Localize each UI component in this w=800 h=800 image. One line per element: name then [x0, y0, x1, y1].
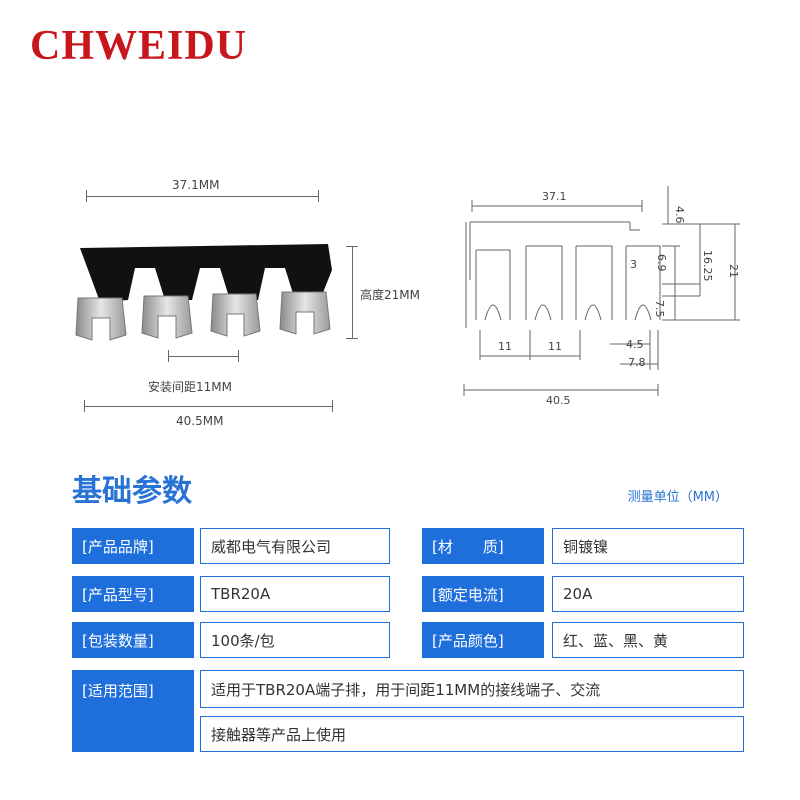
- param-brand-label: [产品品牌]: [72, 528, 194, 564]
- param-scope-label: [适用范围]: [72, 670, 194, 752]
- brand-logo: CHWEIDU: [30, 23, 248, 69]
- jumper-photo: [75, 244, 332, 341]
- param-model-label: [产品型号]: [72, 576, 194, 612]
- section-title: 基础参数: [72, 474, 192, 509]
- param-current-value: 20A: [552, 576, 744, 612]
- drawing-dim-bottom: 40.5: [546, 394, 571, 407]
- drawing-dim-11-a: 11: [498, 340, 512, 353]
- param-scope-line1: 适用于TBR20A端子排，用于间距11MM的接线端子、交流: [200, 670, 744, 708]
- param-brand-value: 威都电气有限公司: [200, 528, 390, 564]
- param-material-label: [材 质]: [422, 528, 544, 564]
- param-current-label: [额定电流]: [422, 576, 544, 612]
- photo-spacing: 安装间距11MM: [148, 380, 232, 394]
- drawing-dim-top: 37.1: [542, 190, 567, 203]
- drawing-dim-11-b: 11: [548, 340, 562, 353]
- param-color-value: 红、蓝、黑、黄: [552, 622, 744, 658]
- drawing-dim-4-6: 4.6: [673, 206, 686, 224]
- param-model-value: TBR20A: [200, 576, 390, 612]
- param-color-label: [产品颜色]: [422, 622, 544, 658]
- photo-height: 高度21MM: [360, 288, 420, 302]
- param-scope-line2: 接触器等产品上使用: [200, 716, 744, 752]
- drawing-dim-6-9: 6.9: [655, 254, 668, 272]
- drawing-dim-3: 3: [630, 258, 637, 271]
- photo-width-bottom: 40.5MM: [176, 414, 224, 428]
- drawing-dim-21: 21: [727, 264, 740, 278]
- param-package-value: 100条/包: [200, 622, 390, 658]
- drawing-dim-4-5: 4.5: [626, 338, 644, 351]
- unit-note: 测量单位（MM）: [627, 490, 728, 505]
- drawing-dim-7-8: 7.8: [628, 356, 646, 369]
- drawing-dim-16-25: 16.25: [701, 250, 714, 282]
- drawing-dim-7-5: 7.5: [653, 300, 666, 318]
- param-material-value: 铜镀镍: [552, 528, 744, 564]
- technical-drawing: 37.1 4.6 3 6.9 16.25 21 7.5 11 11 4.5 7.…: [463, 186, 740, 407]
- photo-width-top: 37.1MM: [172, 178, 220, 192]
- param-package-label: [包装数量]: [72, 622, 194, 658]
